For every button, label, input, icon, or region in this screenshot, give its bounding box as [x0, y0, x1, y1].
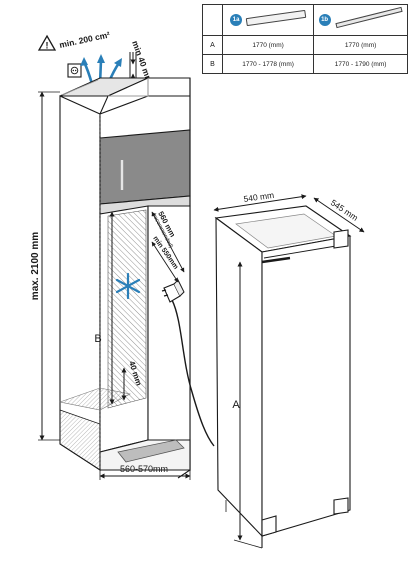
table-row: B 1770 - 1778 (mm) 1770 - 1790 (mm)	[202, 54, 408, 74]
depth-dimension	[151, 211, 185, 283]
fridge-width-label: 540 mm	[243, 190, 275, 204]
niche-b-label: B	[94, 333, 101, 345]
power-plug-icon	[161, 279, 215, 447]
vent-area-label: min. 200 cm²	[58, 29, 111, 50]
table-cell: 1770 (mm)	[221, 35, 315, 55]
table-cell: 1770 - 1778 (mm)	[221, 54, 315, 74]
table-row: A 1770 (mm) 1770 (mm)	[202, 35, 408, 55]
fridge-unit	[214, 205, 352, 548]
warning-icon: !	[37, 34, 57, 51]
snowflake-icon	[115, 272, 141, 300]
height-max-label: max. 2100 mm	[30, 232, 41, 300]
table-header-1b: 1b	[313, 4, 408, 36]
badge-1a: 1a	[230, 14, 243, 26]
table-row-label: A	[202, 35, 223, 55]
bar-1a-icon	[245, 9, 307, 27]
table-header-row: 1a 1b	[202, 4, 408, 36]
fridge-a-label: A	[232, 399, 240, 411]
dimension-table: 1a 1b A 1770 (mm) 1770 (mm) B 1770 - 177…	[202, 4, 408, 74]
table-row-label: B	[202, 54, 223, 74]
table-header-1a: 1a	[221, 4, 315, 36]
bar-1b-icon	[334, 6, 403, 28]
table-cell: 1770 (mm)	[313, 35, 408, 55]
badge-1b: 1b	[318, 14, 331, 26]
socket-icon	[67, 63, 82, 78]
table-corner-cell	[202, 4, 223, 36]
cabinet	[58, 77, 191, 479]
svg-text:!: !	[46, 41, 49, 51]
table-cell: 1770 - 1790 (mm)	[313, 54, 408, 74]
niche-width-label: 560-570mm	[120, 464, 168, 474]
